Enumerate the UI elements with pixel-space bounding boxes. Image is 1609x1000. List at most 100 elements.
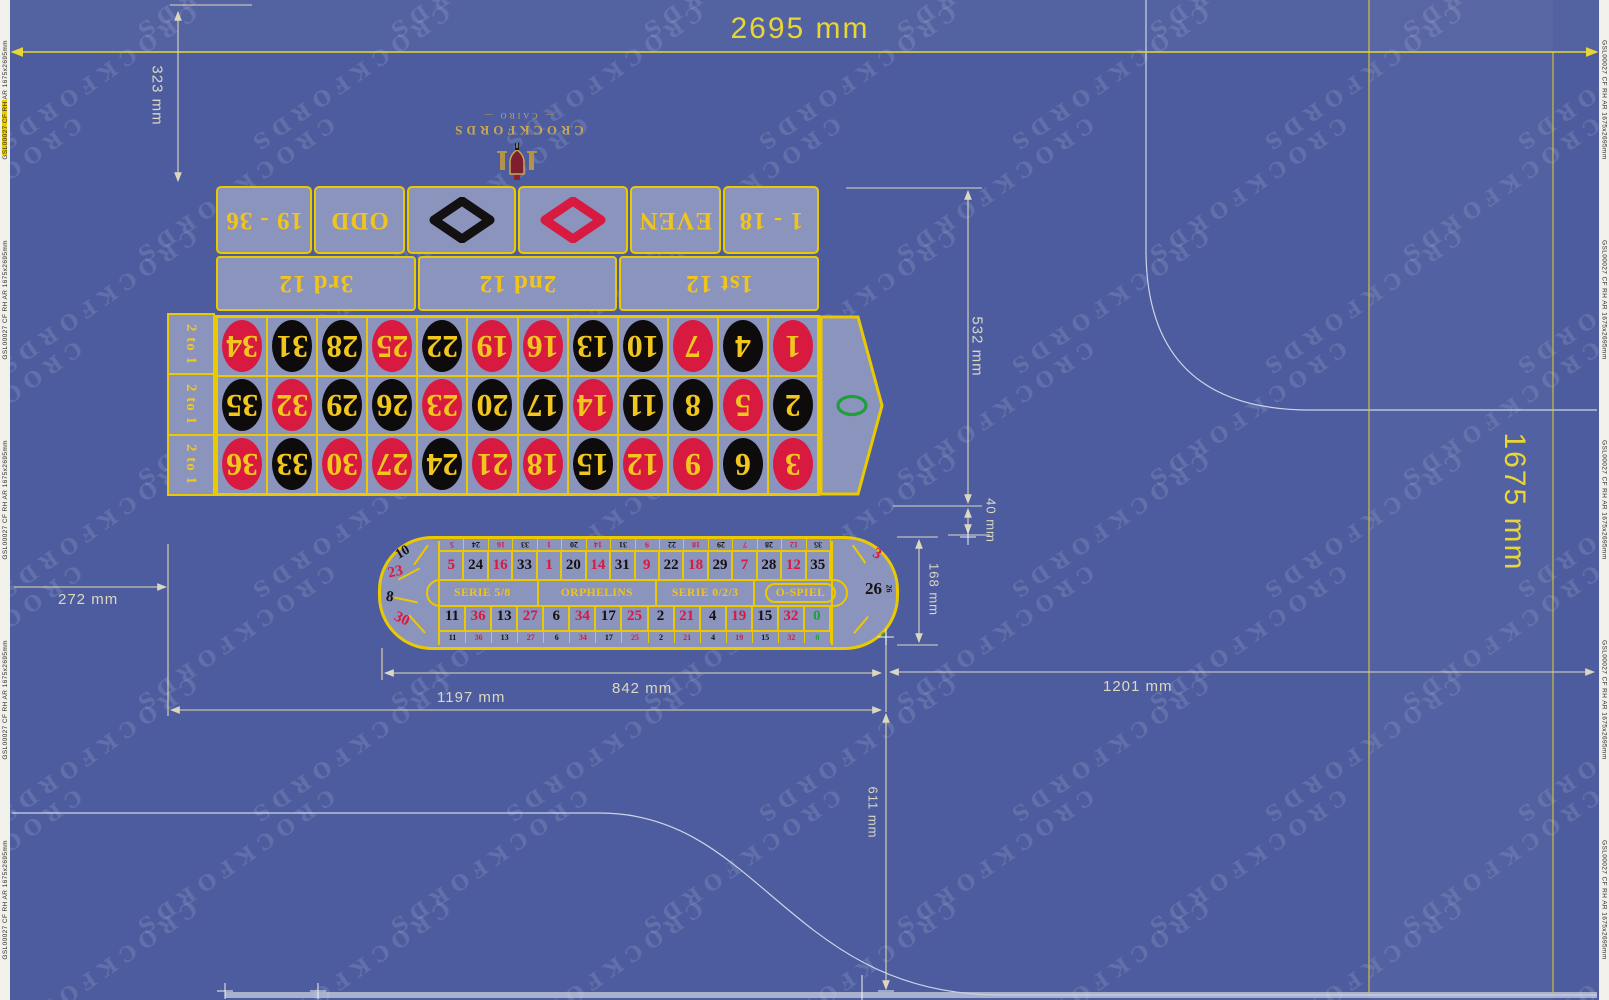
edge-strip-code: GSL00027 CF RH AR 1675x2695mm [1600,640,1608,760]
racetrack-cell: 24 [464,552,489,579]
cap-number-23: 23 [386,562,405,582]
racetrack-cell: 33 [513,552,538,579]
number-oval: 28 [322,320,363,373]
number-cell: 17 [517,376,568,435]
outside-cell-1-18: 1 - 18 [722,186,819,254]
dozens-row: 1st 12 2nd 12 3rd 12 [215,255,820,312]
section-o-spiel: O-SPIEL [755,581,846,605]
number-oval: 29 [322,379,363,432]
racetrack-number: 14 [590,557,606,573]
number-cell: 28 [317,317,368,376]
outside-label: 1 - 18 [738,207,803,234]
number-cell: 25 [367,317,418,376]
racetrack-number: 1 [547,540,552,549]
watermark-text: CROCKFORDS [0,0,87,47]
number-cell: 33 [267,435,318,494]
zero-glyph [836,394,868,417]
racetrack-number: 32 [783,608,799,624]
black-diamond-icon [429,197,495,243]
racetrack-cell: 15 [753,632,779,643]
number-oval: 36 [222,438,263,491]
registration-mark [2,100,7,155]
racetrack-cell: 9 [636,539,660,550]
racetrack-cell: 18 [684,539,709,550]
number-cell: 16 [517,317,568,376]
racetrack-number: 29 [712,557,728,573]
watermark-text: CROCKFORDS [1254,224,1467,383]
racetrack-number: 12 [789,540,798,549]
edge-strip-code: GSL00027 CF RH AR 1675x2695mm [1600,240,1608,360]
racetrack-cell: 2 [649,632,675,643]
racetrack-number: 22 [663,557,679,573]
racetrack-number: 20 [569,540,578,549]
racetrack-cell: 7 [733,552,758,579]
racetrack-number: 32 [787,633,796,642]
racetrack-number: 13 [496,608,512,624]
cap-number-0-mirror: 0 [881,631,885,640]
racetrack-cell: 11 [440,632,467,643]
red-diamond-icon [540,197,606,243]
racetrack-cell: 36 [466,632,493,643]
number-oval: 26 [372,379,413,432]
section-serie-5-8: SERIE 5/8 [428,581,539,605]
watermark-text: CROCKFORDS [1001,224,1214,383]
dim-label-272: 272 mm [58,591,119,608]
racetrack-number: 13 [500,633,509,642]
number-cell: 27 [367,435,418,494]
section-label: ORPHELINS [560,587,634,599]
edge-strip-code: GSL00027 CF RH AR 1675x2695mm [1,840,9,960]
logo-city: — CAIRO — [481,111,554,120]
dozen-label: 1st 12 [685,270,754,298]
watermark-text: CROCKFORDS [0,896,202,1000]
racetrack-cell: 22 [660,552,685,579]
racetrack-cell: 1 [538,539,563,550]
cap-number-30: 30 [391,608,412,630]
racetrack-number: 20 [565,557,581,573]
outside-label: EVEN [638,207,713,234]
racetrack-cell: 5 [440,539,465,550]
racetrack-number: 24 [468,557,484,573]
section-label: SERIE 5/8 [454,587,511,599]
dim-label-1675: 1675 mm [1498,432,1531,572]
dozen-cell-2nd12: 2nd 12 [417,256,618,311]
cap-divider-left [438,541,440,645]
number-cell: 6 [717,435,768,494]
cap-spoke [408,614,426,634]
number-oval: 30 [322,438,363,491]
number-cell: 22 [417,317,468,376]
racetrack-cell: 27 [518,603,545,630]
racetrack-cell: 27 [518,632,545,643]
dozen-label: 2nd 12 [478,270,557,298]
racetrack-number: 16 [492,557,508,573]
racetrack-cell: 21 [675,603,701,630]
number-oval: 10 [622,320,663,373]
outside-label: 19 - 36 [225,207,304,234]
watermark-text: CROCKFORDS [1507,896,1609,1000]
column-bets: 2 to 1 2 to 1 2 to 1 [167,313,215,496]
racetrack-cell: 17 [596,632,623,643]
racetrack-cell: 20 [562,539,587,550]
racetrack-cell: 31 [611,552,636,579]
racetrack-cell: 2 [649,603,675,630]
racetrack-cell: 9 [636,552,660,579]
number-cell: 12 [617,435,668,494]
edge-strip-code: GSL00027 CF RH AR 1675x2695mm [1,240,9,360]
number-oval: 23 [422,379,463,432]
number-cell: 35 [217,376,268,435]
dozen-cell-3rd12: 3rd 12 [215,256,416,311]
racetrack-cell: 29 [709,552,734,579]
watermark-text: CROCKFORDS [1254,448,1467,607]
racetrack-number: 28 [765,540,774,549]
number-oval: 9 [672,438,713,491]
watermark-text: CROCKFORDS [1001,0,1214,159]
number-oval: 16 [522,320,563,373]
number-cell: 19 [467,317,518,376]
number-oval: 6 [722,438,763,491]
number-oval: 19 [472,320,513,373]
racetrack-cell: 12 [782,539,807,550]
